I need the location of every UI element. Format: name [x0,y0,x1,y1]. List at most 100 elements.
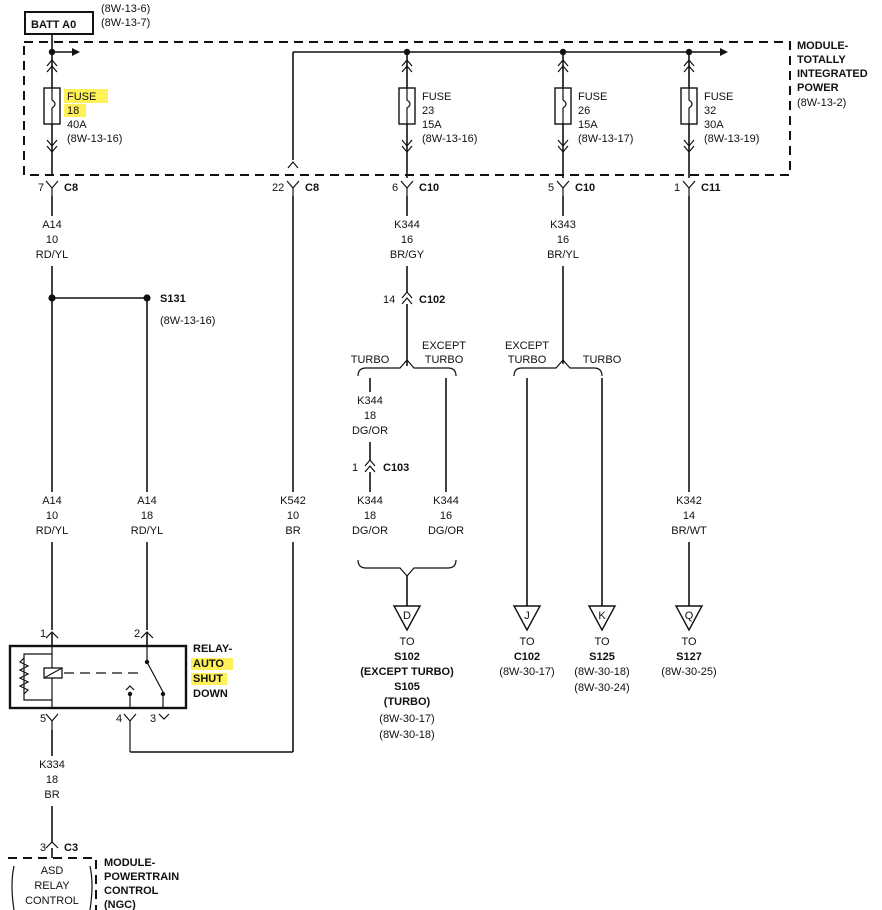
conn-c102: C102 [419,294,445,306]
wire-a14-circuit: A14 [42,219,62,231]
branch-except-2b: TURBO [508,354,547,366]
conn-c10-b: C10 [575,182,595,194]
wire-k542-circuit: K542 [280,495,306,507]
branch-turbo-1: TURBO [351,354,390,366]
destination-d: D TO S102 (EXCEPT TURBO) S105 (TURBO) (8… [360,605,454,741]
wire-k342-color: BR/WT [671,525,707,537]
fuse-18-number: 18 [67,105,79,117]
relay-pin-4: 4 [116,713,122,725]
pcm-box-1: ASD [41,865,64,877]
dest-d-l2: (EXCEPT TURBO) [360,666,454,678]
relay-pin-2: 2 [134,628,140,640]
fuse-32-number: 32 [704,105,716,117]
wire-a14-18-gauge: 18 [141,510,153,522]
dest-k-letter: K [598,610,606,622]
conn-c10-pin-6: 6 [392,182,398,194]
dest-k-ref1: (8W-30-18) [574,666,629,678]
pcm-label-2: POWERTRAIN [104,871,179,883]
wire-a14-lower-gauge: 10 [46,510,58,522]
conn-c10-a: C10 [419,182,439,194]
wire-k344-turbo-color: DG/OR [352,425,388,437]
tipm-label-4: POWER [797,82,839,94]
conn-c3: C3 [64,842,78,854]
wire-k344-turbo-lower-color: DG/OR [352,525,388,537]
wire-k542-color: BR [285,525,300,537]
fuse-26-amp: 15A [578,119,598,131]
tipm-label-1: MODULE- [797,40,849,52]
pcm-module: ASD RELAY CONTROL MODULE- POWERTRAIN CON… [8,857,179,910]
wire-k344-turbo-lower-gauge: 18 [364,510,376,522]
dest-q-ref1: (8W-30-25) [661,666,716,678]
wire-k334: K334 18 BR 3 C3 [39,730,78,858]
conn-c3-pin-3: 3 [40,842,46,854]
tipm-connectors: 7 C8 22 C8 6 C10 5 C10 1 C11 [38,180,721,196]
fuse-26-number: 26 [578,105,590,117]
wire-k542-gauge: 10 [287,510,299,522]
wire-a14-18-color: RD/YL [131,525,163,537]
wire-k344-except-color: DG/OR [428,525,464,537]
splice-s131: S131 [160,293,186,305]
fuse-18: FUSE 18 40A (8W-13-16) [43,52,122,175]
relay-label-4: DOWN [193,688,228,700]
relay-label-3: SHUT [193,673,223,685]
wire-k342-circuit: K342 [676,495,702,507]
splice-s131-ref: (8W-13-16) [160,315,215,327]
fuse-26-ref: (8W-13-17) [578,133,633,145]
tipm-ref: (8W-13-2) [797,97,846,109]
dest-d-letter: D [403,610,411,622]
batt-a0-source: BATT A0 (8W-13-6) (8W-13-7) [24,3,150,35]
asd-relay: 1 2 RELAY- AUTO SHUT DOWN 5 4 3 [8,628,233,752]
wire-k342: K342 14 BR/WT [671,196,707,606]
dest-d-ref1: (8W-30-17) [379,713,434,725]
conn-c8-pin-22: 22 [272,182,284,194]
conn-c8-b: C8 [305,182,319,194]
branch-except-1a: EXCEPT [422,340,466,352]
dest-q-letter: Q [685,610,694,622]
fuse-23-amp: 15A [422,119,442,131]
wire-a14-lower-circuit: A14 [42,495,62,507]
fuse-26-label: FUSE [578,91,607,103]
fuse-32-ref: (8W-13-19) [704,133,759,145]
fuse-26: FUSE 26 15A (8W-13-17) [554,52,633,178]
tipm-label-3: INTEGRATED [797,68,868,80]
conn-c10-pin-5: 5 [548,182,554,194]
wire-k344-turbo-gauge: 18 [364,410,376,422]
fuse-18-amp: 40A [67,119,87,131]
dest-q-to: TO [681,636,697,648]
relay-label-1: RELAY- [193,643,233,655]
tipm-label-2: TOTALLY [797,54,846,66]
wire-a14-lower-color: RD/YL [36,525,68,537]
wire-a14-gauge: 10 [46,234,58,246]
wire-k344-circuit: K344 [394,219,420,231]
wire-k344-gauge: 16 [401,234,413,246]
conn-c11: C11 [701,182,721,194]
fuse-18-ref: (8W-13-16) [67,133,122,145]
dest-d-l3: S105 [394,681,420,693]
dest-k-ref2: (8W-30-24) [574,682,629,694]
conn-c102-pin-14: 14 [383,294,395,306]
relay-pin-5: 5 [40,713,46,725]
dest-d-to: TO [399,636,415,648]
branch-turbo-2: TURBO [583,354,622,366]
highlight-marks [64,89,233,685]
dest-k-to: TO [594,636,610,648]
pcm-box-3: CONTROL [25,895,79,907]
batt-label: BATT A0 [31,19,76,31]
conn-c11-pin-1: 1 [674,182,680,194]
wire-k344-turbo-lower-circuit: K344 [357,495,383,507]
dest-j-ref1: (8W-30-17) [499,666,554,678]
dest-j-to: TO [519,636,535,648]
wire-k344-except-gauge: 16 [440,510,452,522]
wire-k344-color: BR/GY [390,249,425,261]
fuse-32-amp: 30A [704,119,724,131]
fuse-23-label: FUSE [422,91,451,103]
relay-pin-3: 3 [150,713,156,725]
fuse-32-label: FUSE [704,91,733,103]
wire-k342-gauge: 14 [683,510,695,522]
dest-j-l1: C102 [514,651,540,663]
dest-q-l1: S127 [676,651,702,663]
fuse-23: FUSE 23 15A (8W-13-16) [398,52,477,178]
fuse-23-number: 23 [422,105,434,117]
conn-c103-pin-1: 1 [352,462,358,474]
wire-k344-turbo-circuit: K344 [357,395,383,407]
